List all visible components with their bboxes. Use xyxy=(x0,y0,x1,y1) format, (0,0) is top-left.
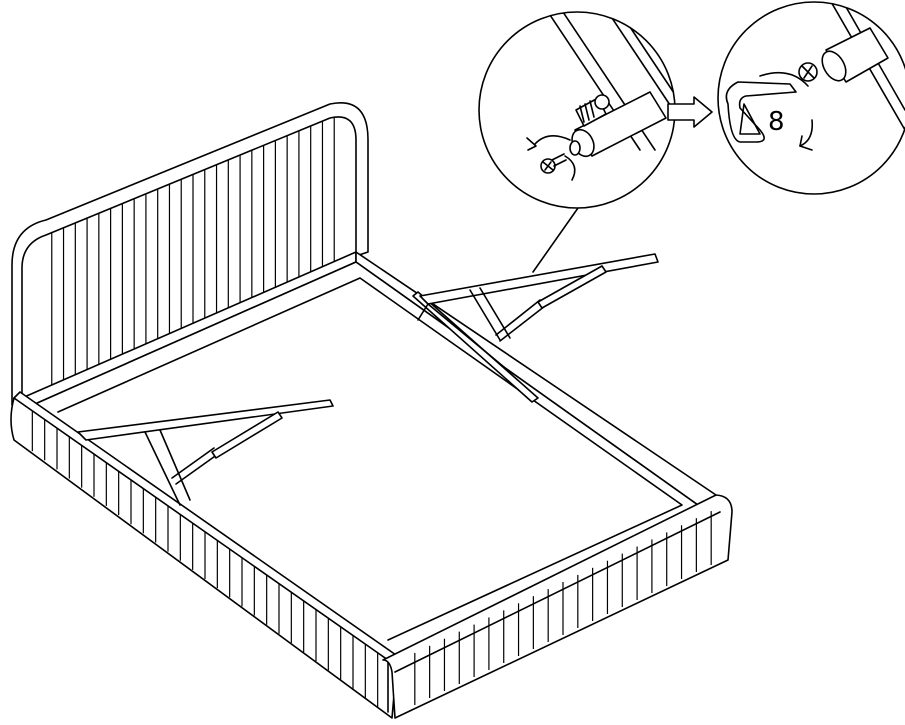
step-number-label: 8 xyxy=(768,107,785,137)
callout-line xyxy=(532,207,579,273)
foot-rail xyxy=(382,494,733,719)
gas-strut-right xyxy=(412,253,659,403)
hex-key-tightening-detail-icon: 8 xyxy=(717,1,905,195)
gas-strut-left xyxy=(77,399,334,506)
side-rail-front xyxy=(10,391,397,719)
headboard xyxy=(11,102,369,406)
arrow-right-icon xyxy=(667,96,713,128)
bolt-removal-detail-icon xyxy=(478,11,676,209)
